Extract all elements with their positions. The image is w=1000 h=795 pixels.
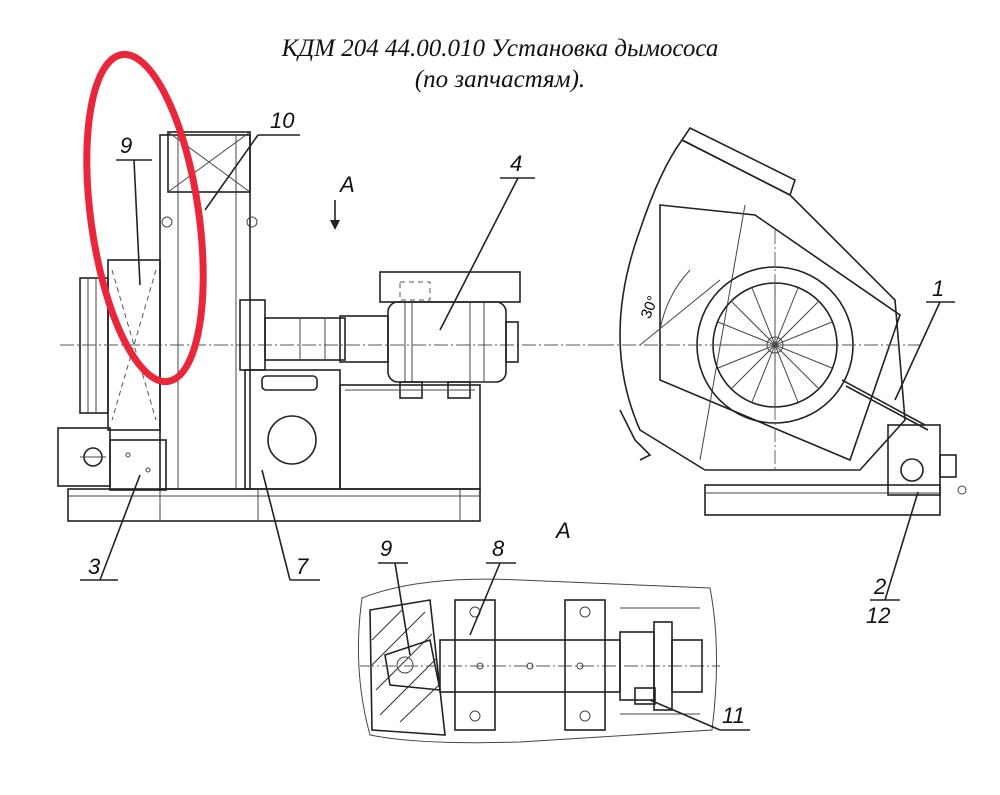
motor (387, 301, 507, 383)
actuator-rod (841, 379, 926, 426)
callout-10: 9 (380, 536, 392, 561)
view-label-detail: А (554, 518, 571, 543)
side-view (57, 131, 600, 522)
outlet-duct (167, 131, 251, 193)
bearing-7-right (564, 599, 606, 731)
drive-support (109, 439, 167, 491)
callout-1: 1 (932, 276, 944, 301)
outlet-flange (680, 126, 796, 197)
callout-6: 7 (296, 554, 309, 579)
callout-8: 10 (270, 108, 295, 133)
callout-7: 8 (492, 536, 505, 561)
callout-leaders (80, 134, 955, 731)
drawing-title: КДМ 204 44.00.010 Установка дымососа (по… (0, 33, 1000, 95)
callout-12: 12 (866, 603, 890, 628)
callout-2: 2 (873, 574, 886, 599)
title-line-2: (по запчастям). (414, 66, 586, 93)
view-label-top: А (338, 172, 355, 197)
frame-support (244, 369, 341, 490)
bearing-housing (264, 317, 346, 361)
detail-break-outline (357, 578, 718, 744)
highlight-ellipse (83, 50, 207, 386)
bearing-7-left (454, 599, 496, 731)
callout-9: 9 (120, 133, 132, 158)
fan-housing (159, 134, 251, 490)
front-base (704, 484, 941, 516)
angle-label: 30° (638, 294, 662, 321)
detail-view-a (357, 578, 720, 744)
volute-housing (619, 138, 906, 471)
front-view: 30° (600, 126, 967, 516)
title-line-1: КДМ 204 44.00.010 Установка дымососа (281, 35, 719, 62)
callout-4: 4 (510, 151, 522, 176)
callout-11: 11 (722, 703, 745, 728)
callout-3: 3 (88, 554, 101, 579)
motor-terminal-box (379, 271, 521, 303)
impeller-hub (369, 599, 446, 736)
